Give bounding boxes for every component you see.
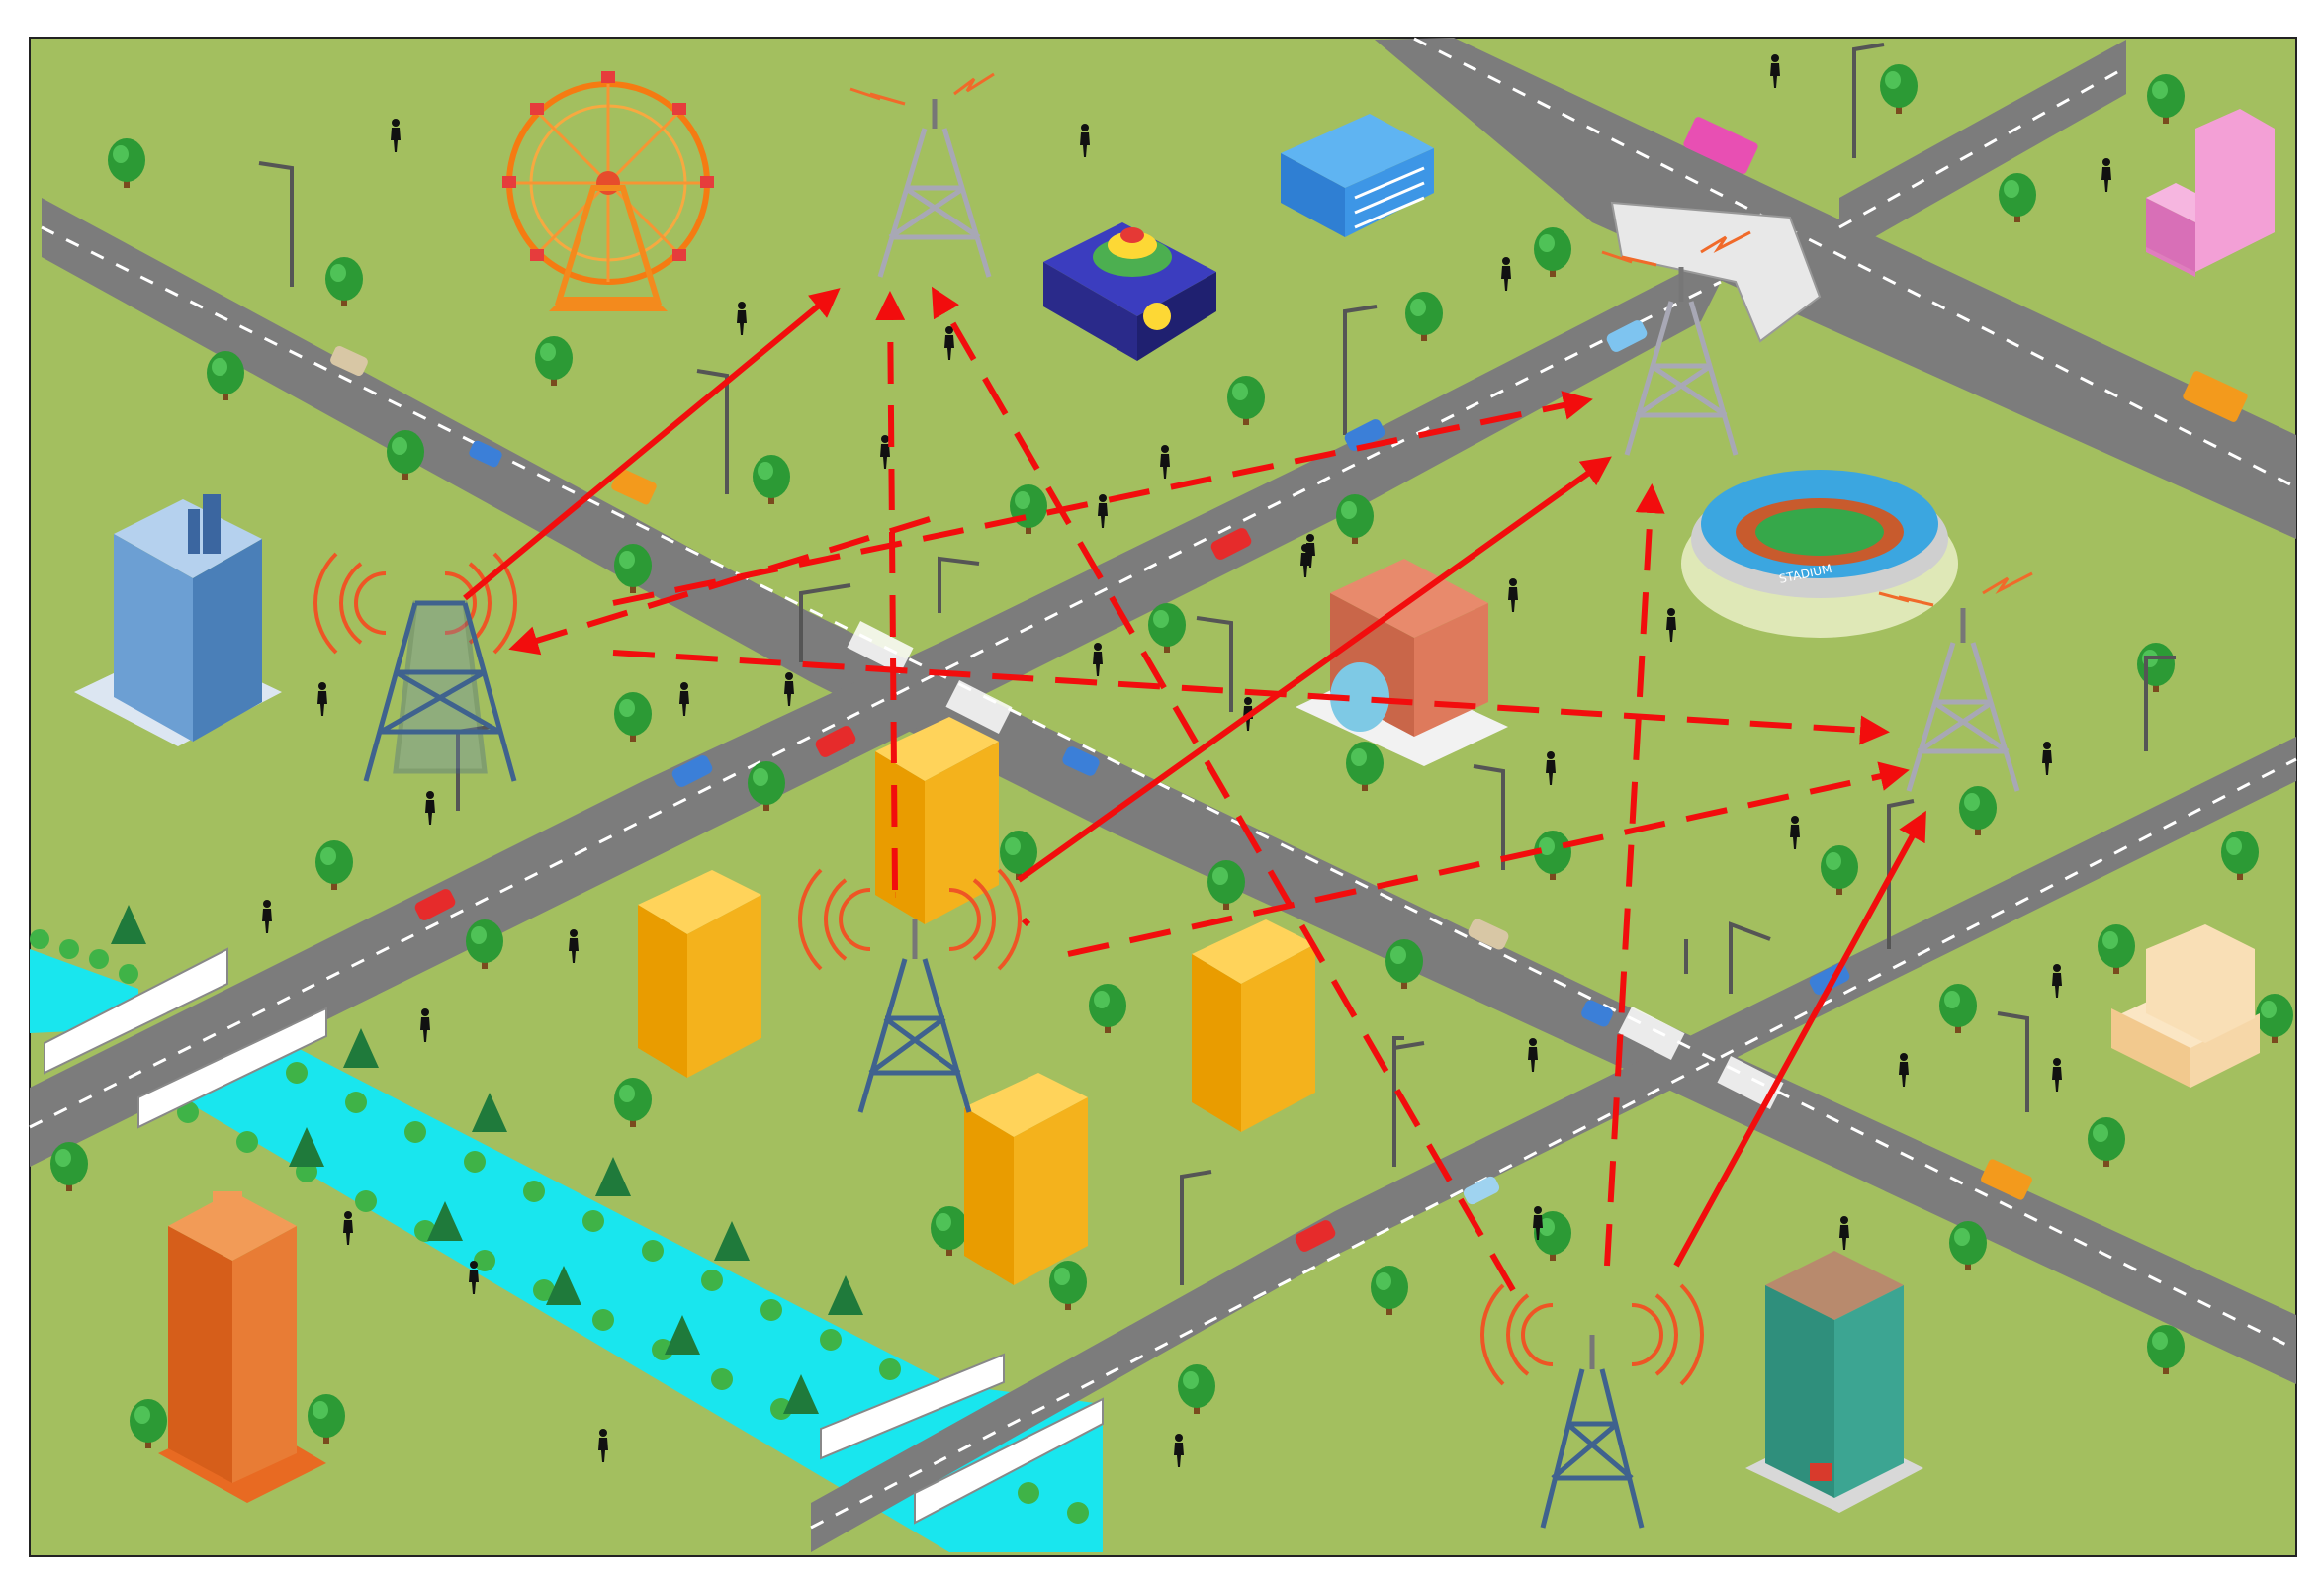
solid-link — [1021, 917, 1031, 927]
tower-right — [1906, 608, 2020, 792]
tower-upper-right — [1624, 267, 1739, 456]
tower-center — [857, 919, 972, 1113]
dashed-link — [1604, 483, 1665, 1267]
dashed-link — [875, 291, 906, 891]
solid-link — [1017, 456, 1612, 883]
ferris-wheel — [502, 71, 714, 311]
dashed-link — [931, 286, 1516, 1292]
tower-top — [877, 99, 992, 278]
vehicles — [330, 117, 2248, 1252]
beige-apartment — [2111, 924, 2260, 1088]
traffic-lights — [799, 556, 1771, 994]
lane-markings — [29, 37, 2297, 1530]
glass-skyscraper — [74, 494, 282, 746]
solid-link — [463, 288, 841, 601]
orange-tower — [158, 1191, 326, 1503]
dashed-link — [1067, 761, 1910, 957]
stadium: STADIUM — [1681, 470, 1958, 638]
teal-hotel — [1745, 1251, 1923, 1513]
tower-left — [363, 600, 517, 782]
network-links — [463, 286, 1926, 1292]
dashed-link — [612, 650, 1890, 745]
dashed-link — [508, 516, 931, 656]
gold-apartments — [638, 717, 1315, 1285]
blue-office — [1281, 114, 1434, 237]
bridge — [44, 201, 1822, 1525]
solid-link — [1673, 810, 1926, 1268]
tower-bottom — [1540, 1335, 1645, 1529]
pink-apartment — [2146, 109, 2275, 277]
toy-store — [1043, 222, 1216, 361]
signal-waves — [313, 552, 1705, 1386]
lightning-symbols — [849, 72, 2033, 607]
pine-trees — [111, 905, 863, 1414]
